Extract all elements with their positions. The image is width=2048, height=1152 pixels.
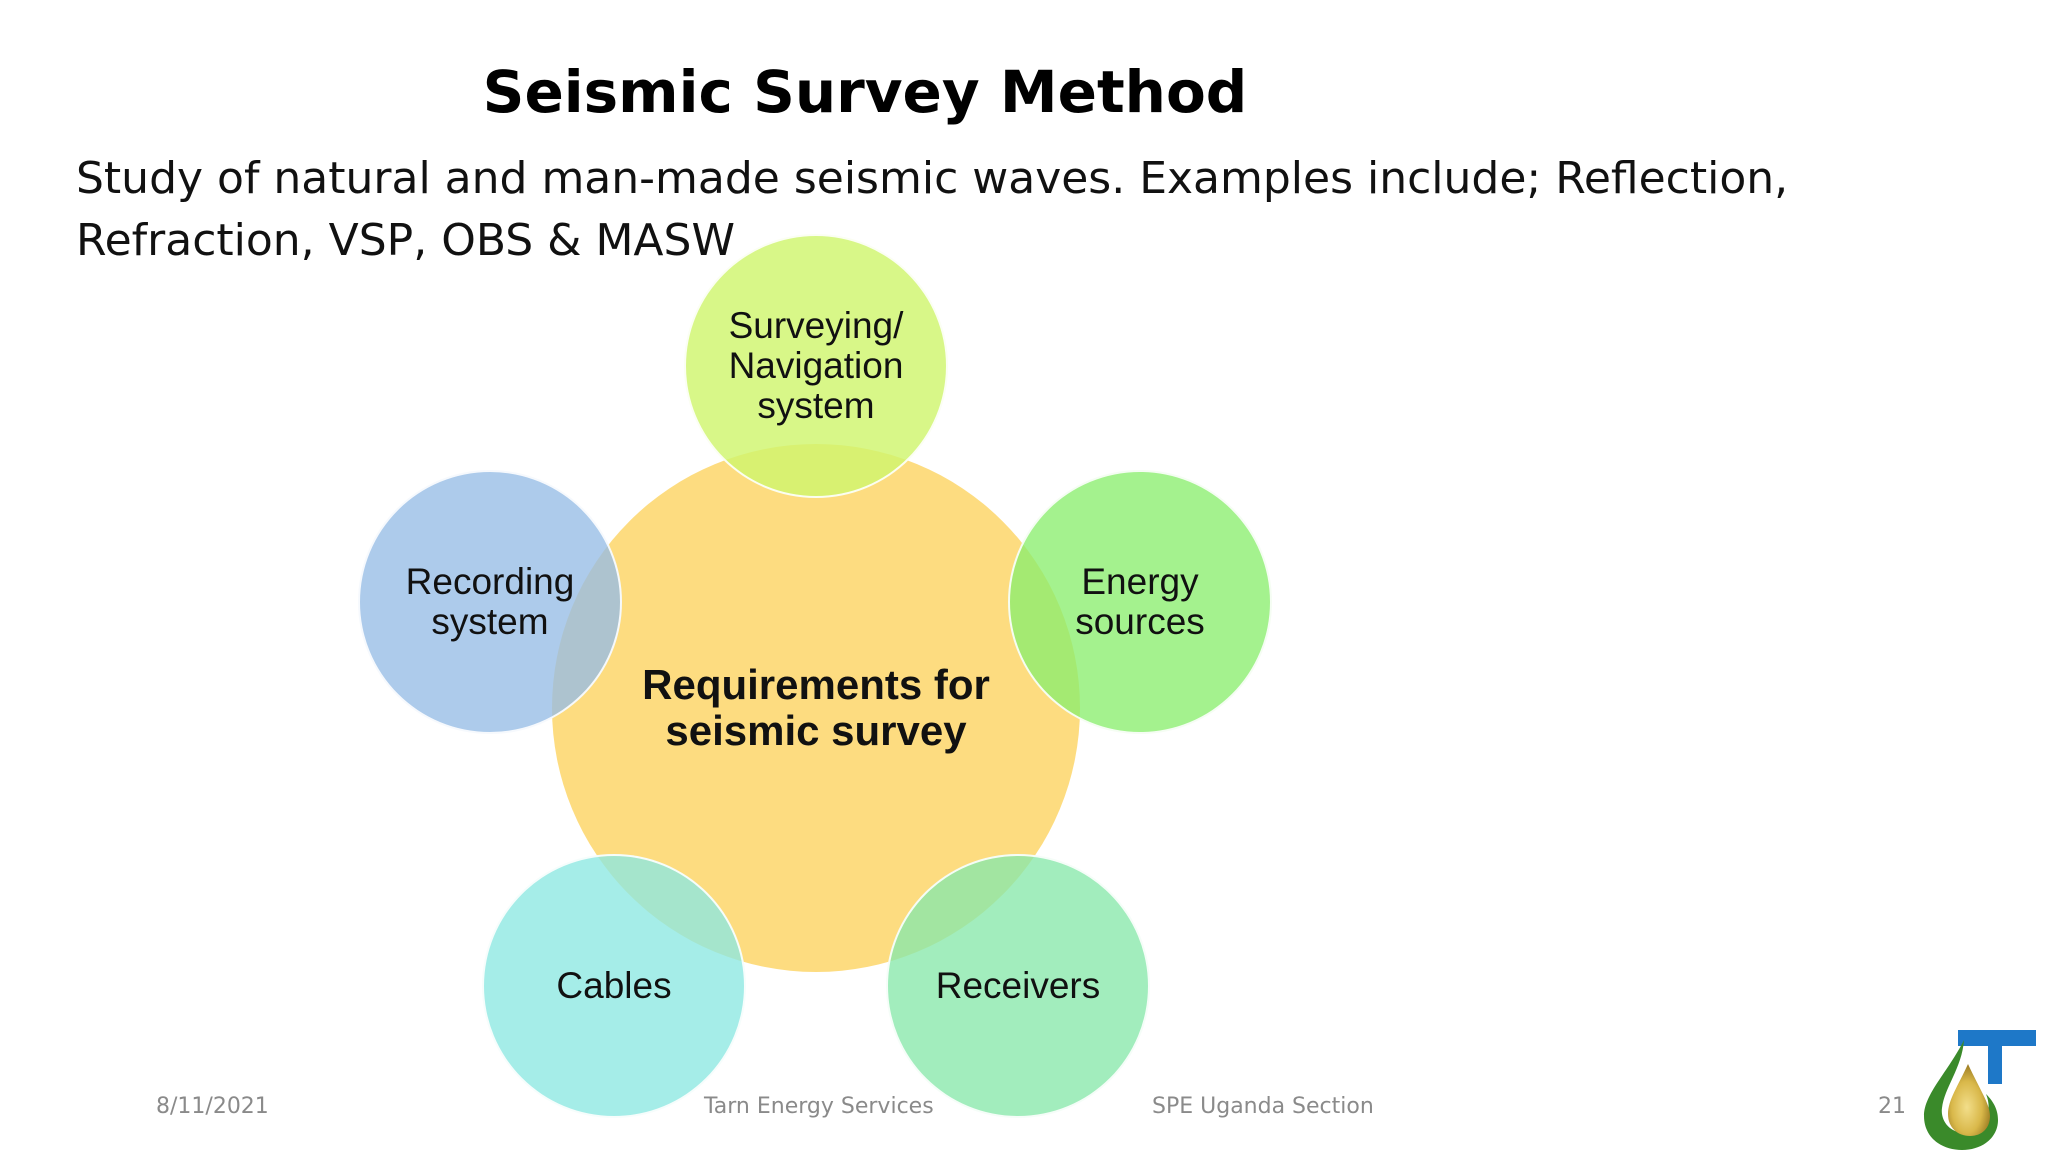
slide-title: Seismic Survey Method [482, 58, 1248, 126]
circle-receivers: Receivers [886, 854, 1150, 1118]
circle-surveying-navigation: Surveying/ Navigation system [684, 234, 948, 498]
circle-cables-label: Cables [556, 965, 672, 1006]
footer-company: Tarn Energy Services [704, 1094, 934, 1119]
tarn-energy-logo-icon [1924, 1030, 2036, 1150]
circle-recording-system: Recording system [358, 470, 622, 734]
center-circle-label: Requirements for seismic survey [642, 661, 990, 754]
circle-energy-sources-label: Energy sources [1075, 561, 1205, 642]
circle-surveying-navigation-label: Surveying/ Navigation system [728, 305, 904, 426]
slide-subtitle: Study of natural and man-made seismic wa… [76, 153, 1789, 266]
circle-recording-system-label: Recording system [405, 561, 575, 642]
circle-energy-sources: Energy sources [1008, 470, 1272, 734]
footer-page-number: 21 [1878, 1094, 1906, 1119]
footer-section: SPE Uganda Section [1152, 1094, 1374, 1119]
footer-date: 8/11/2021 [156, 1094, 269, 1119]
circle-receivers-label: Receivers [935, 965, 1101, 1006]
circle-cables: Cables [482, 854, 746, 1118]
